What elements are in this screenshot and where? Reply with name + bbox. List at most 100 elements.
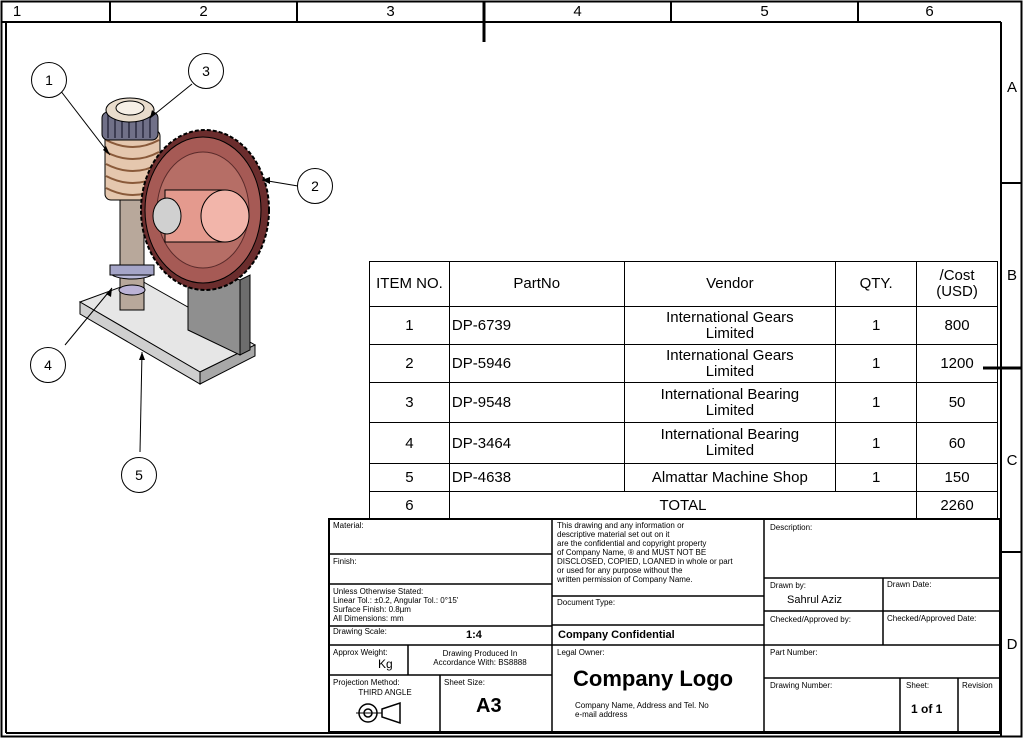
balloon-4[interactable]: 4 bbox=[30, 347, 66, 383]
bom-partno: DP-6739 bbox=[448, 306, 625, 345]
bom-partno: DP-4638 bbox=[448, 463, 625, 492]
bom-header-partno: PartNo bbox=[448, 261, 625, 307]
document-type-label: Document Type: bbox=[557, 598, 616, 607]
legal-owner-label: Legal Owner: bbox=[557, 648, 605, 657]
vendor-line2: Limited bbox=[705, 324, 755, 342]
zone-row-d: D bbox=[1006, 636, 1018, 653]
sheet-size-value: A3 bbox=[476, 695, 502, 717]
drawing-number-label: Drawing Number: bbox=[770, 681, 833, 690]
material-label: Material: bbox=[333, 521, 364, 530]
vendor-line2: Limited bbox=[705, 442, 755, 459]
bom-qty: 1 bbox=[835, 382, 918, 423]
balloon-5[interactable]: 5 bbox=[121, 457, 157, 493]
third-angle-projection-icon bbox=[356, 701, 401, 725]
bom-total-cost: 2260 bbox=[916, 491, 998, 519]
bom-header-item: ITEM NO. bbox=[369, 261, 450, 307]
tolerance-line: All Dimensions: mm bbox=[333, 614, 404, 623]
checked-by-label: Checked/Approved by: bbox=[770, 615, 851, 624]
notice-line: DISCLOSED, COPIED, LOANED in whole or pa… bbox=[557, 557, 733, 566]
bom-cost: 800 bbox=[916, 306, 998, 345]
zone-col-6: 6 bbox=[925, 2, 934, 20]
bearing-lower-body bbox=[109, 264, 155, 276]
bom-header-row: ITEM NO. PartNo Vendor QTY. /Cost(USD) bbox=[369, 261, 998, 307]
bom-item: 4 bbox=[369, 422, 450, 464]
approx-weight-label: Approx Weight: bbox=[333, 648, 388, 657]
description-label: Description: bbox=[770, 523, 813, 532]
tolerance-line: Unless Otherwise Stated: bbox=[333, 587, 424, 596]
notice-line: are the confidential and copyright prope… bbox=[557, 539, 707, 548]
drawing-produced: Drawing Produced In Accordance With: BS8… bbox=[411, 649, 549, 667]
tolerances: Unless Otherwise Stated: Linear Tol.: ±0… bbox=[333, 587, 458, 623]
vendor-line1: International Bearing bbox=[660, 426, 800, 443]
notice-line: or used for any purpose without the bbox=[557, 566, 683, 575]
bom-cost: 1200 bbox=[916, 344, 998, 383]
sheet-value: 1 of 1 bbox=[911, 702, 943, 716]
finish-label: Finish: bbox=[333, 557, 357, 566]
title-block-grid bbox=[328, 518, 1001, 733]
assembly-view[interactable] bbox=[30, 50, 350, 500]
drawn-by-label: Drawn by: bbox=[770, 581, 807, 590]
bom-item: 2 bbox=[369, 344, 450, 383]
produced-line: Drawing Produced In bbox=[442, 649, 518, 658]
address-line: e-mail address bbox=[575, 710, 628, 719]
weight-unit: Kg bbox=[378, 657, 393, 671]
balloon-1[interactable]: 1 bbox=[31, 62, 67, 98]
bom-qty: 1 bbox=[835, 306, 918, 345]
bom-header-vendor: Vendor bbox=[623, 261, 837, 307]
sheet-label: Sheet: bbox=[906, 681, 930, 690]
notice-line: of Company Name, ® and MUST NOT BE bbox=[557, 548, 707, 557]
bom-total-label: TOTAL bbox=[448, 491, 918, 519]
notice-line: descriptive material set out on it bbox=[557, 530, 670, 539]
bom-qty: 1 bbox=[835, 422, 918, 464]
bom-partno: DP-3464 bbox=[448, 422, 625, 464]
part-number-label: Part Number: bbox=[770, 648, 818, 657]
company-logo: Company Logo bbox=[573, 666, 734, 691]
tolerance-line: Linear Tol.: ±0.2, Angular Tol.: 0°15' bbox=[333, 596, 459, 605]
projection-label: Projection Method: bbox=[333, 678, 400, 687]
bom-vendor: Almattar Machine Shop bbox=[623, 463, 837, 492]
drawn-date-label: Drawn Date: bbox=[887, 580, 932, 589]
vendor-line1: International Bearing bbox=[660, 385, 800, 403]
bom-cost: 50 bbox=[916, 382, 998, 423]
zone-row-b: B bbox=[1006, 267, 1017, 284]
vendor-line2: Limited bbox=[705, 362, 755, 380]
address-line: Company Name, Address and Tel. No bbox=[575, 701, 709, 710]
bom-header-qty: QTY. bbox=[835, 261, 918, 307]
confidential-notice: This drawing and any information or desc… bbox=[557, 521, 772, 584]
balloon-3[interactable]: 3 bbox=[188, 53, 224, 89]
bom-partno: DP-5946 bbox=[448, 344, 625, 383]
bom-item: 3 bbox=[369, 382, 450, 423]
cost-header-line1: /Cost bbox=[939, 267, 975, 284]
projection-value: THIRD ANGLE bbox=[358, 688, 412, 697]
zone-col-1: 1 bbox=[12, 2, 22, 20]
bom-item: 1 bbox=[369, 306, 450, 345]
vendor-line1: International Gears bbox=[666, 346, 794, 364]
produced-line: Accordance With: BS8888 bbox=[433, 658, 527, 667]
notice-line: This drawing and any information or bbox=[557, 521, 685, 530]
bom-total-item: 6 bbox=[369, 491, 450, 519]
zone-col-5: 5 bbox=[760, 2, 769, 20]
vendor-line2: Limited bbox=[705, 401, 755, 419]
drawn-by-value: Sahrul Aziz bbox=[787, 594, 843, 606]
bom-qty: 1 bbox=[835, 344, 918, 383]
sheet-size-label: Sheet Size: bbox=[444, 678, 485, 687]
bom-item: 5 bbox=[369, 463, 450, 492]
bom-header-cost: /Cost(USD) bbox=[916, 261, 998, 307]
zone-col-3: 3 bbox=[386, 2, 395, 20]
balloon-2[interactable]: 2 bbox=[297, 168, 333, 204]
zone-col-2: 2 bbox=[199, 2, 208, 20]
company-confidential: Company Confidential bbox=[558, 629, 675, 641]
zone-row-c: C bbox=[1006, 451, 1018, 469]
zone-row-a: A bbox=[1006, 78, 1017, 96]
notice-line: written permission of Company Name. bbox=[557, 575, 693, 584]
bom-qty: 1 bbox=[835, 463, 918, 492]
